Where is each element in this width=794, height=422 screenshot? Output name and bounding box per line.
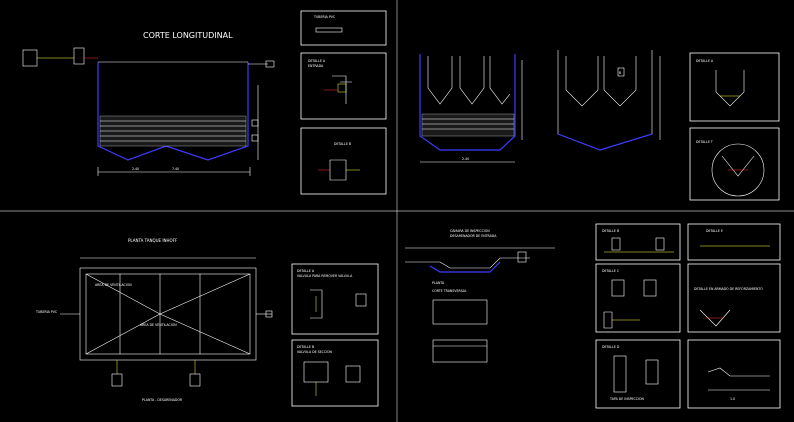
detail-b-label: DETALLE B — [334, 142, 351, 146]
detail-box-tuberia — [300, 10, 387, 46]
planta-outer — [79, 267, 257, 361]
section-left-outline — [419, 54, 516, 151]
q3-detail-box-b — [291, 339, 379, 407]
q4-tapa: TAPA DE INSPECCION — [609, 397, 644, 401]
q4-label-b: CORTE TRANSVERSAL — [432, 289, 467, 293]
q4-title-1: CAMARA DE INSPECCION — [450, 229, 490, 233]
valve-1 — [111, 373, 123, 387]
q4-detail-box-4 — [687, 223, 781, 261]
detail-a-sub: ENTRADA — [308, 64, 324, 68]
q4-title-2: DESARENADOR DE ENTRADA — [450, 234, 497, 238]
q3-detail-b-sub: VALVULA DE SECCION — [297, 350, 333, 354]
q4-label-a: PLANTA — [432, 281, 445, 285]
q4-notes: DETALLE EN ARMADO DE REFORZAMIENTO — [694, 287, 763, 291]
planta-inner — [85, 273, 251, 355]
tuberia-pipe — [315, 27, 343, 33]
q2-dim-text: 2.40 — [462, 157, 469, 161]
area-label: AREA DE VENTILACION — [95, 283, 132, 287]
q4-det-c: DETALLE C — [602, 269, 620, 273]
pipe-label: TUBERIA PVC — [35, 310, 58, 314]
section-right-outline — [557, 50, 653, 151]
planta-title: PLANTA TANQUE INHOFF — [128, 238, 178, 243]
q3-detail-box-a — [291, 263, 379, 335]
bottom-dim-text: 7.40 — [172, 167, 179, 171]
q2-detail-t-label: DETALLE T — [696, 140, 713, 144]
q4-detail-box-6 — [687, 339, 781, 409]
q4-det-d: DETALLE D — [602, 345, 620, 349]
q4-det-b: DETALLE B — [602, 229, 619, 233]
q4-notes-head: DETALLE E — [706, 229, 723, 233]
q4-detail-box-5 — [687, 263, 781, 333]
q2-detail-box-t — [689, 127, 780, 201]
q2-detail-a-label: DETALLE A — [696, 59, 714, 63]
corte-longitudinal-title: CORTE LONGITUDINAL — [143, 31, 233, 40]
detail-box-b — [300, 127, 387, 195]
q2-detail-box-a — [689, 52, 780, 122]
hopper-label: B — [619, 71, 621, 75]
sludge-hatch — [99, 115, 247, 147]
corte-transversal-view: 2.40 B DETALLE A DETALLE T — [419, 50, 780, 201]
detail-box-a — [300, 52, 387, 120]
tuberia-label: TUBERIA PVC — [313, 15, 336, 19]
q3-detail-a-sub: VALVULA PARA REMOVER VALVULA — [297, 274, 353, 278]
detalles-view: CAMARA DE INSPECCION DESARENADOR DE ENTR… — [405, 223, 781, 409]
right-marker-1 — [251, 119, 259, 127]
q3-detail-b-label: DETALLE B — [297, 345, 314, 349]
q4-detail-box-1 — [595, 223, 681, 261]
planta-view: PLANTA TANQUE INHOFF AREA DE VENTILACION… — [35, 238, 379, 407]
detail-a-label: DETALLE A — [308, 59, 326, 63]
q4-dim: 1.0 — [730, 397, 735, 401]
right-marker-2 — [251, 134, 259, 142]
q3-detail-a-label: DETALLE A — [297, 269, 315, 273]
inlet-chamber — [22, 49, 38, 67]
section-left-hatch — [421, 113, 515, 137]
inlet-box — [73, 47, 85, 65]
q4-detail-box-3 — [595, 339, 681, 409]
outlet-box — [265, 60, 275, 68]
corte-longitudinal-view: CORTE LONGITUDINAL 7.40 2.40 TUBERI — [22, 10, 387, 195]
valve-2 — [189, 373, 201, 387]
center-label: AREA DE VENTILACION — [140, 323, 177, 327]
q4-detail-box-2 — [595, 263, 681, 333]
left-dim-text: 2.40 — [132, 167, 139, 171]
planta-bottom-label: PLANTA - DESARENADOR — [142, 398, 183, 402]
